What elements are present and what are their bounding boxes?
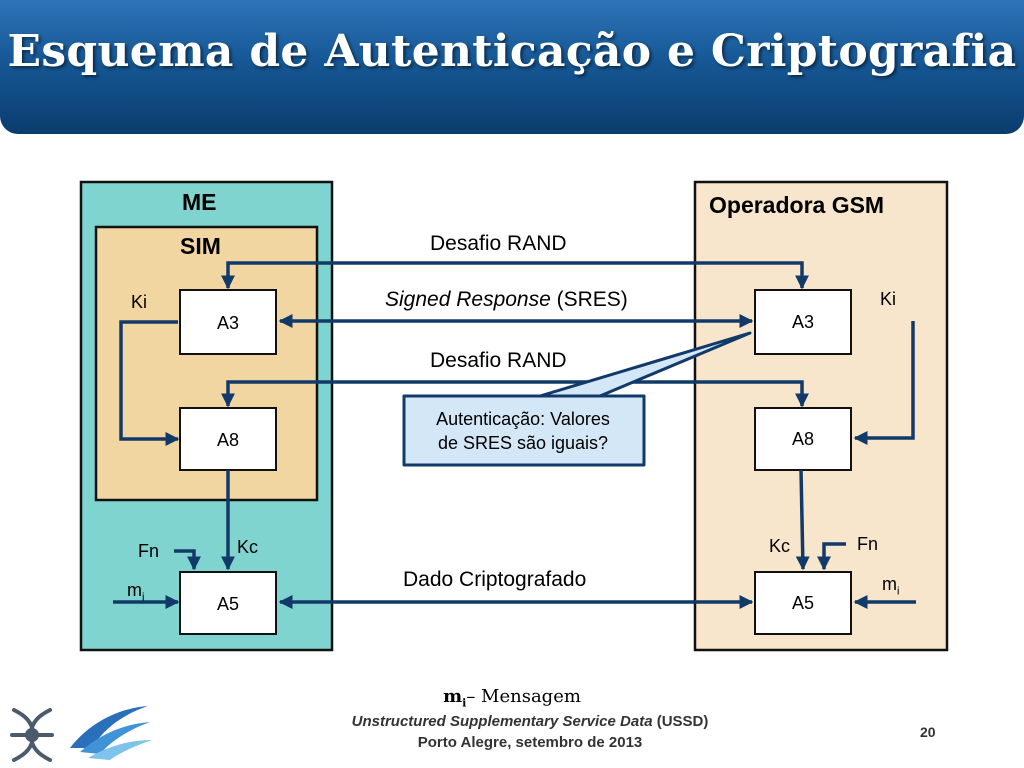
sim-label: SIM [180, 233, 221, 259]
slide-title: Esquema de Autenticação e Criptografia [7, 26, 1017, 77]
a3-right-block [754, 289, 852, 355]
footer-subtitle: Unstructured Supplementary Service Data … [351, 713, 709, 730]
a8-right-label: A8 [791, 429, 815, 449]
ki-right-arrow [853, 321, 915, 445]
operator-label: Operadora GSM [709, 192, 885, 218]
a5-left-label: A5 [216, 594, 240, 614]
ki-left-arrow [119, 320, 180, 446]
me-label: ME [182, 189, 217, 215]
kc-right-label: Kc [769, 536, 791, 556]
a5-left-block [179, 571, 277, 635]
logo-knot-icon [10, 708, 54, 762]
title-bar: Esquema de Autenticação e Criptografia [0, 0, 1024, 134]
mi-right-label: mi [882, 574, 900, 598]
kc-left-label: Kc [237, 537, 259, 557]
a5-right-block [754, 571, 852, 635]
footnote-mi: mi– Mensagem [443, 686, 581, 710]
fn-right-label: Fn [857, 534, 879, 554]
fn-left-arrow [174, 549, 201, 571]
fn-right-arrow [817, 542, 846, 571]
a8-left-label: A8 [216, 430, 240, 450]
fn-left-label: Fn [138, 541, 160, 561]
mi-left-label: mi [127, 580, 145, 604]
encrypted-data-label: Dado Criptografado [403, 568, 587, 591]
a3-left-block [179, 289, 277, 355]
a3-right-label: A3 [791, 312, 815, 332]
rand-middle-arrow [221, 380, 809, 408]
rand-top-arrow [221, 261, 809, 290]
rand-top-label: Desafio RAND [430, 232, 567, 255]
a8-right-block [754, 407, 852, 471]
a3-left-label: A3 [216, 313, 240, 333]
ki-left-label: Ki [131, 292, 148, 312]
logo-swoosh-icon [70, 706, 152, 760]
rand-middle-label: Desafio RAND [430, 349, 567, 372]
a5-right-label: A5 [791, 593, 815, 613]
callout-line-1: Autenticação: Valores [436, 409, 610, 429]
page-number: 20 [920, 724, 936, 740]
ki-right-label: Ki [880, 289, 897, 309]
kc-right-arrow [795, 469, 810, 571]
sres-label: Signed Response (SRES) [385, 288, 628, 311]
a8-left-block [179, 407, 277, 471]
callout-text: Autenticação: Valores de SRES são iguais… [406, 407, 640, 455]
callout-line-2: de SRES são iguais? [437, 433, 609, 453]
footer-location: Porto Alegre, setembro de 2013 [417, 734, 643, 751]
